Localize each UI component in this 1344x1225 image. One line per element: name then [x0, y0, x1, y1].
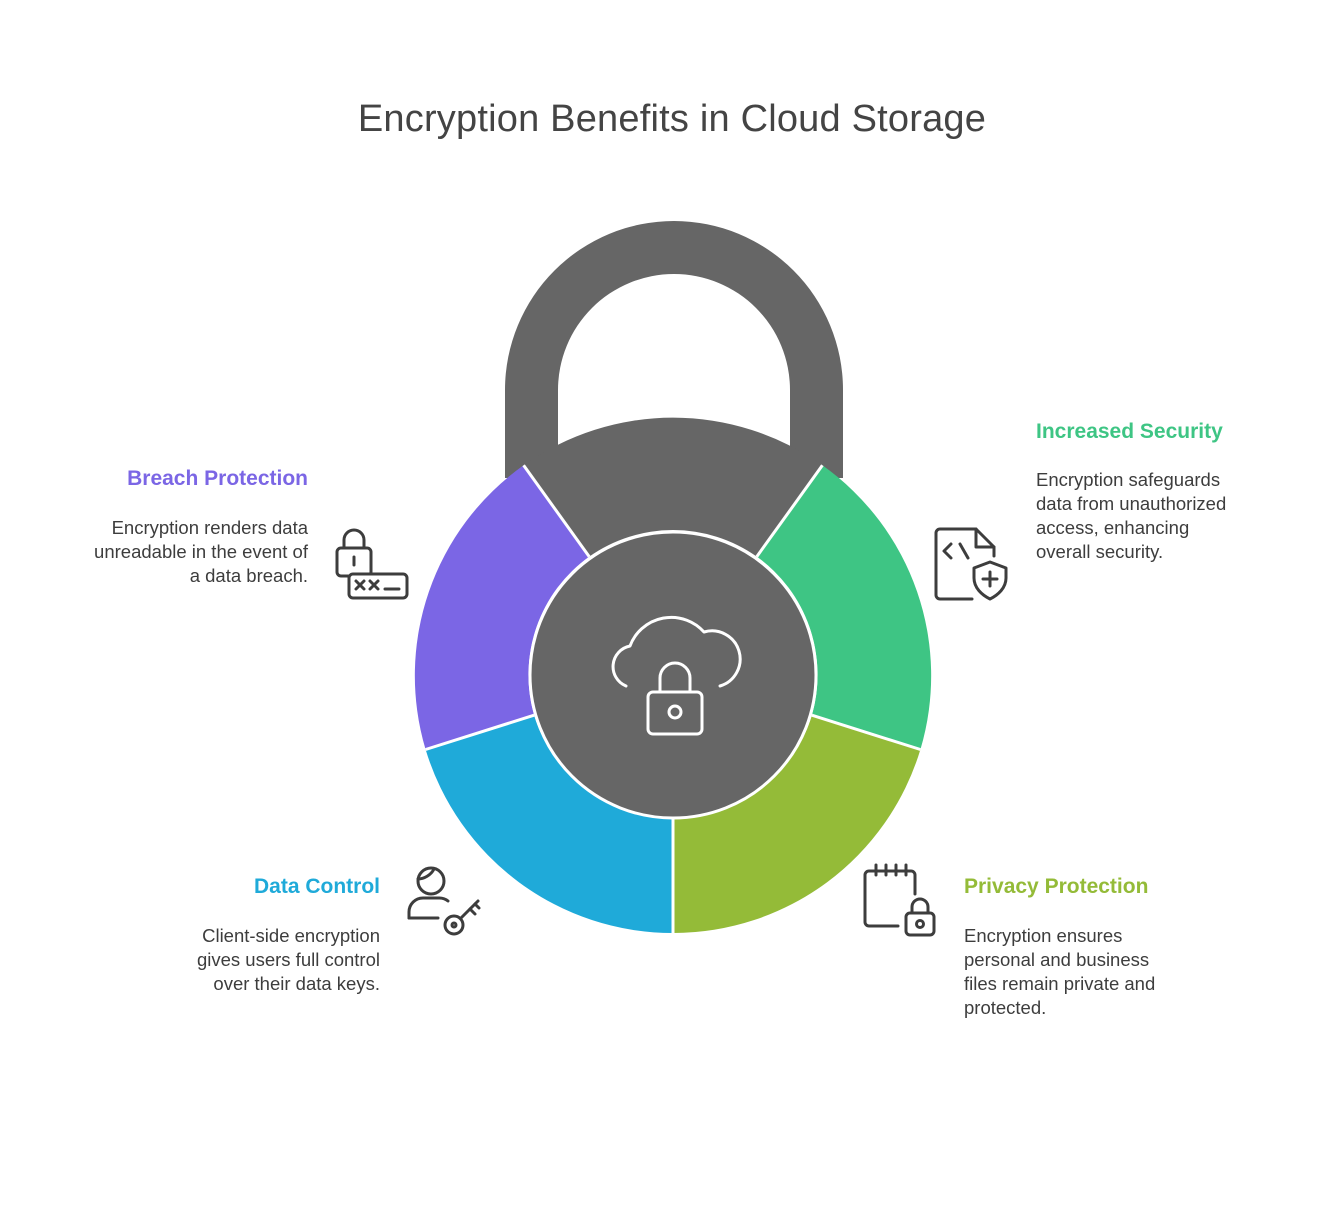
data-control-description: Client-side encryption gives users full … [196, 925, 380, 994]
privacy-protection-title: Privacy Protection [964, 875, 1149, 898]
user-key-icon [407, 866, 481, 936]
center-circle [528, 530, 818, 820]
breach-protection-title: Breach Protection [127, 467, 308, 490]
segment-data-control[interactable] [425, 715, 673, 934]
data-control-title: Data Control [254, 875, 380, 898]
cloud-lock-icon [611, 615, 742, 736]
breach-protection-description: Encryption renders data unreadable in th… [94, 517, 308, 586]
segment-breach-protection[interactable] [414, 465, 590, 750]
increased-security-title: Increased Security [1036, 420, 1223, 443]
calendar-lock-icon [863, 863, 936, 937]
code-file-shield-icon [934, 527, 1008, 601]
lock-password-icon [335, 528, 409, 600]
segment-privacy-protection[interactable] [673, 715, 921, 934]
segment-top [523, 417, 823, 557]
segment-increased-security[interactable] [756, 465, 932, 750]
privacy-protection-description: Encryption ensures personal and business… [964, 925, 1156, 1018]
padlock-shackle [505, 221, 843, 478]
page-title: Encryption Benefits in Cloud Storage [357, 98, 987, 140]
increased-security-description: Encryption safeguards data from unauthor… [1036, 469, 1227, 562]
